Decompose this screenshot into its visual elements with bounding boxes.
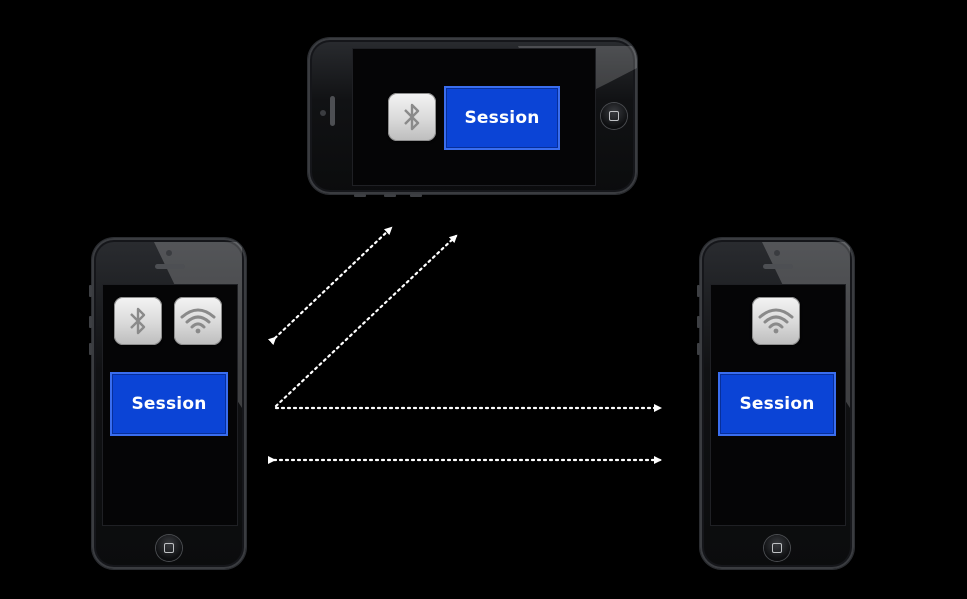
arrow-left-top-oneway [276,236,456,406]
arrow-left-top-bidirectional [275,228,391,338]
